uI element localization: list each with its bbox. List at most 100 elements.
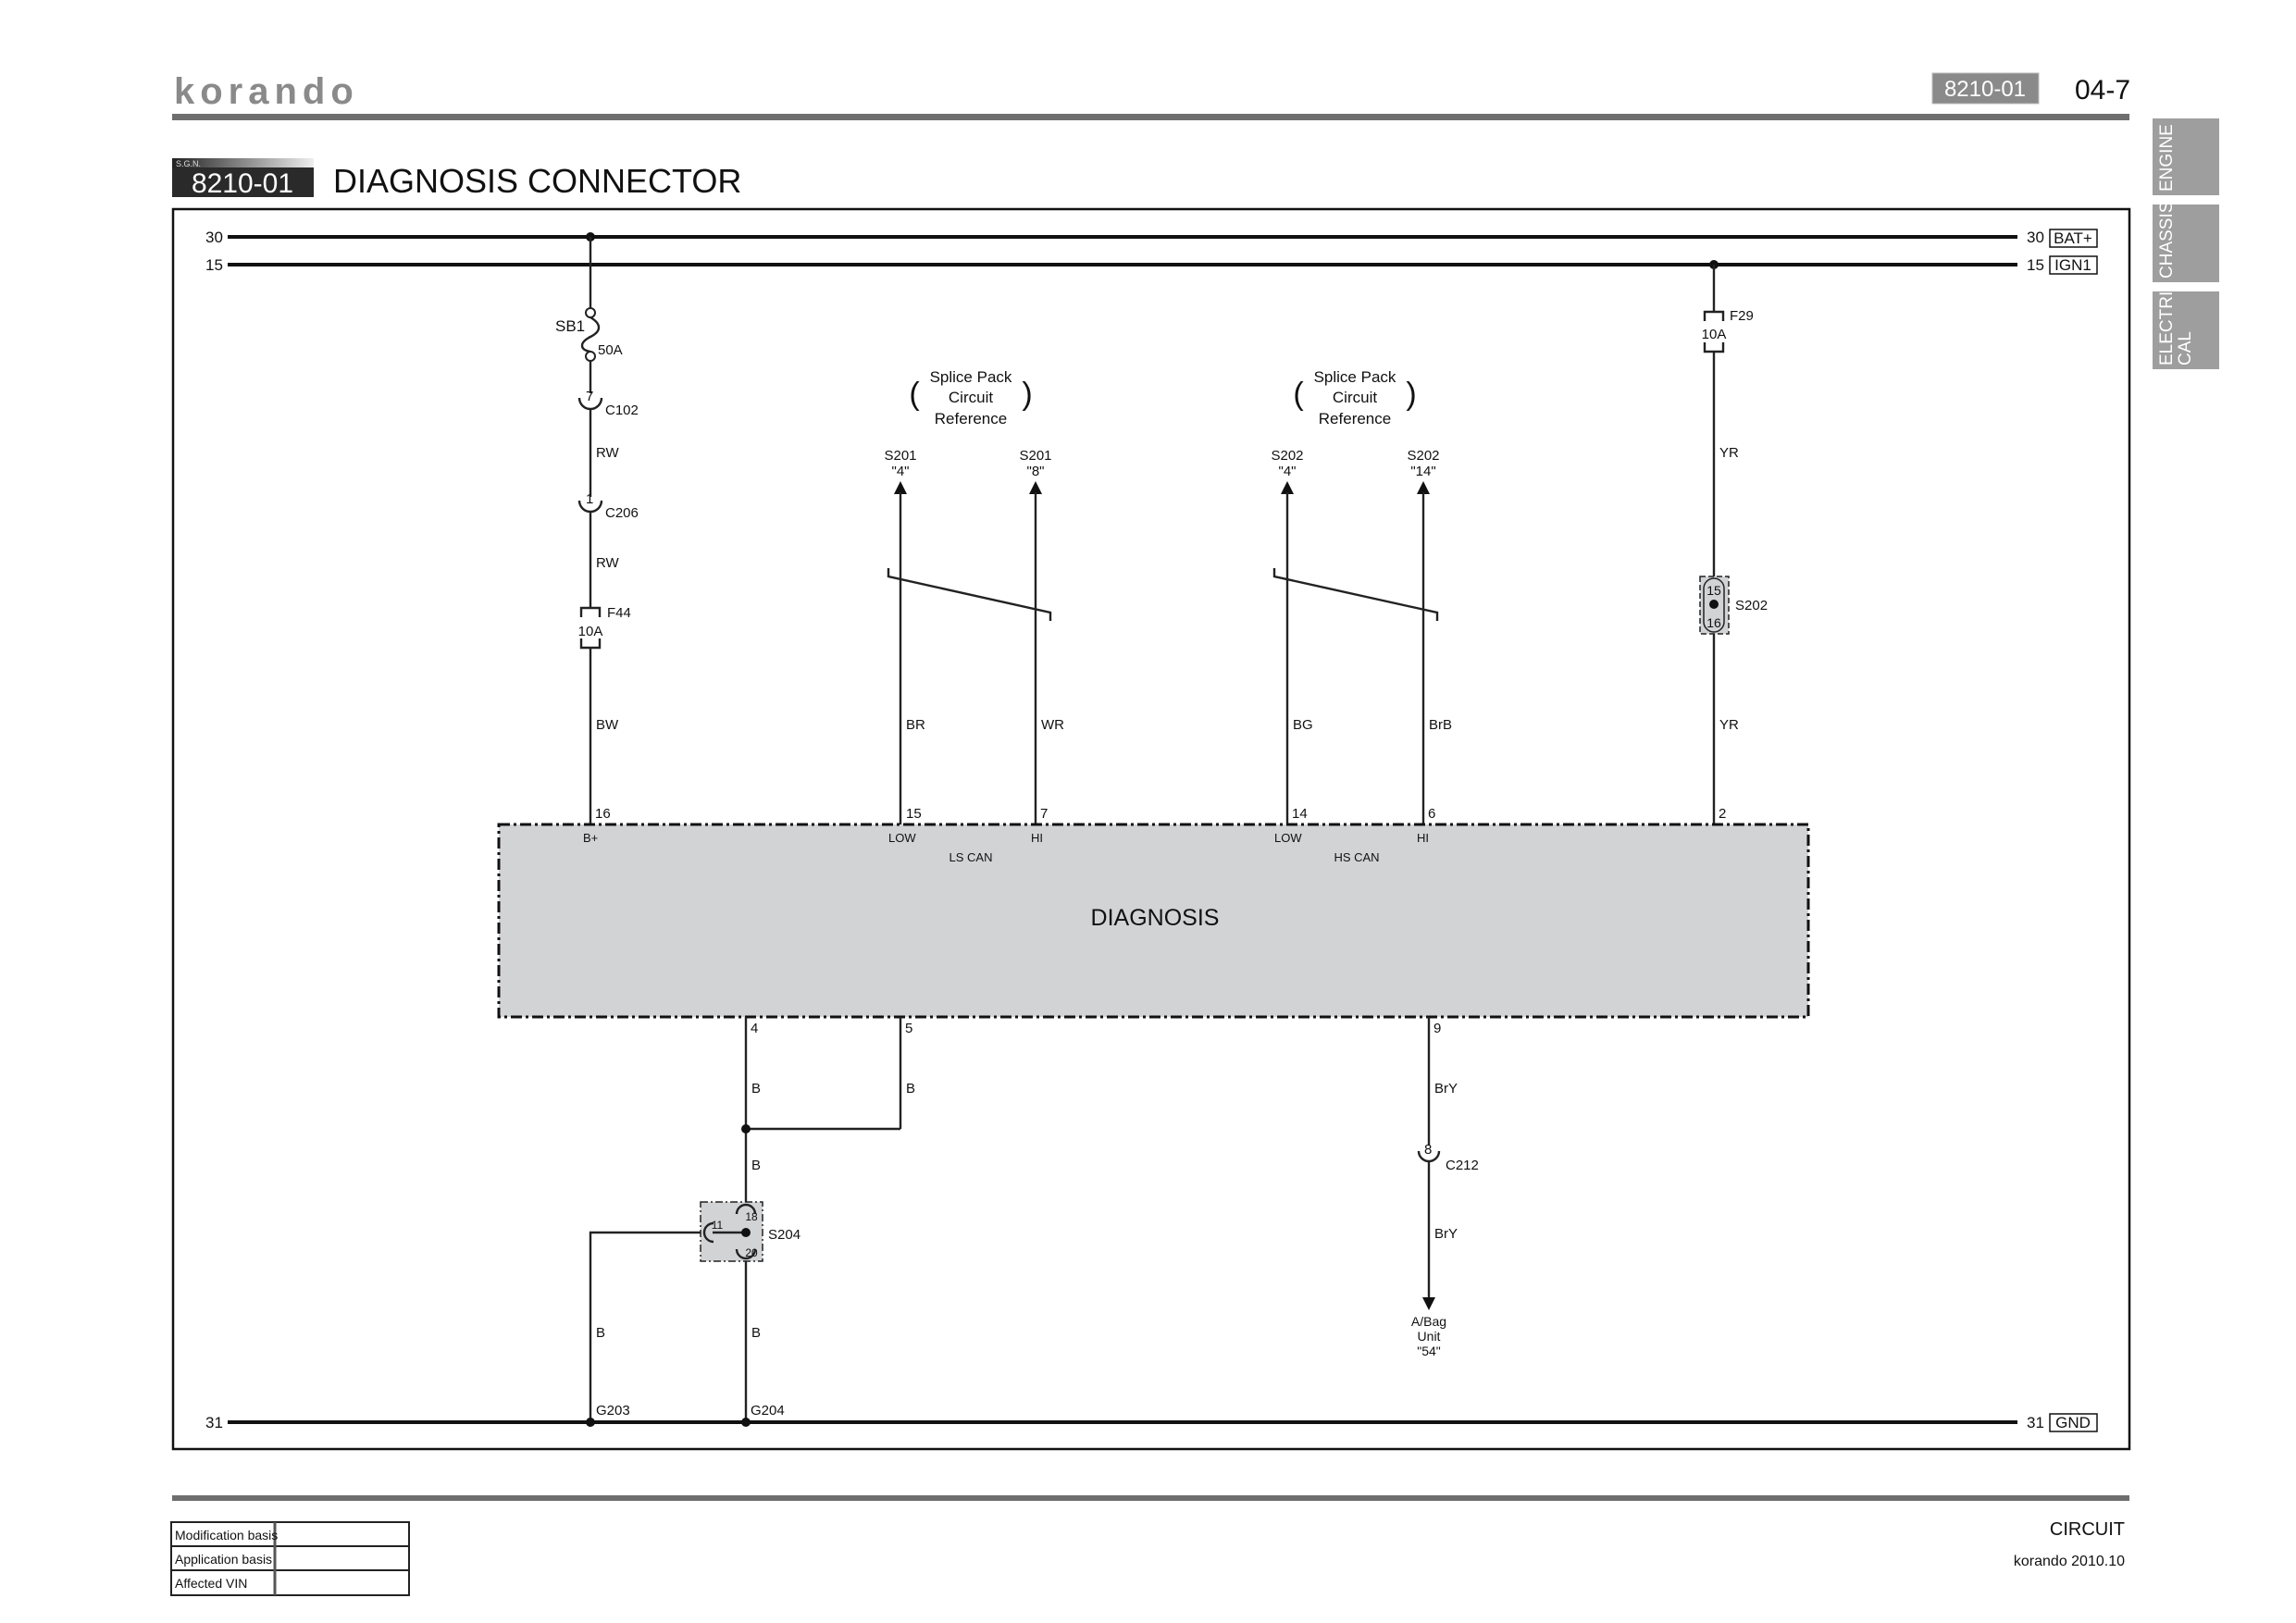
svg-text:S202: S202	[1271, 448, 1303, 464]
hs-can-label: HS CAN	[1334, 850, 1379, 864]
svg-text:16: 16	[1706, 615, 1721, 630]
title-code: 8210-01	[192, 168, 293, 199]
pin-function: LOW	[1274, 831, 1302, 845]
sgn-label: S.G.N.	[176, 159, 201, 168]
ground-point-g204-icon	[741, 1418, 751, 1427]
pin-number: 4	[751, 1021, 758, 1036]
arrow-up-icon	[1417, 481, 1430, 494]
svg-text:31: 31	[205, 1414, 223, 1431]
svg-text:B: B	[751, 1325, 761, 1341]
svg-text:G203: G203	[596, 1403, 630, 1419]
airbag-circuit: BrY 8 C212 BrY A/Bag Unit "54"	[1411, 1017, 1479, 1358]
svg-text:8: 8	[1424, 1142, 1432, 1158]
diagnosis-connector-module: DIAGNOSIS 16 15 7 14 6 2 B+ LOW HI LOW H…	[497, 806, 1810, 1036]
svg-text:BrY: BrY	[1434, 1081, 1458, 1096]
can-wire-ls-low: S201 "4" BR	[884, 448, 925, 825]
pin-number: 2	[1719, 806, 1726, 822]
svg-text:15: 15	[2027, 256, 2044, 274]
svg-text:"8": "8"	[1027, 464, 1045, 479]
svg-text:7: 7	[586, 389, 593, 404]
bracket-icon: )	[1406, 377, 1416, 412]
side-tab-electrical[interactable]: ELECTRI CAL	[2153, 291, 2219, 369]
svg-text:B: B	[906, 1081, 915, 1096]
svg-text:C212: C212	[1446, 1158, 1479, 1173]
side-tab-label: ENGINE	[2157, 124, 2177, 192]
svg-text:"4": "4"	[1279, 464, 1297, 479]
pin-number: 15	[906, 806, 922, 822]
svg-text:SB1: SB1	[555, 317, 585, 335]
can-wire-ls-high: S201 "8" WR	[1019, 448, 1064, 825]
ign1-tag: IGN1	[2054, 256, 2091, 274]
pin-function: HI	[1031, 831, 1043, 845]
pin-number: 5	[905, 1021, 912, 1036]
bat-plus-tag: BAT+	[2054, 229, 2092, 247]
svg-text:C102: C102	[605, 403, 639, 418]
arrow-up-icon	[1281, 481, 1294, 494]
page-number: 04-7	[2075, 75, 2130, 105]
pin-number: 6	[1428, 806, 1435, 822]
footer-rule	[172, 1495, 2129, 1501]
svg-text:20: 20	[745, 1246, 758, 1259]
svg-text:Splice Pack: Splice Pack	[1314, 368, 1396, 386]
svg-text:RW: RW	[596, 555, 620, 571]
svg-text:BG: BG	[1293, 717, 1313, 733]
bus-15: 15 15 IGN1	[205, 255, 2098, 275]
twisted-pair-icon	[1272, 568, 1439, 621]
bus-31: 31 31 GND	[205, 1413, 2098, 1432]
ground-point-g203-icon	[586, 1418, 595, 1427]
svg-text:15: 15	[1706, 583, 1721, 598]
svg-text:1: 1	[586, 491, 593, 507]
header-rule	[172, 114, 2129, 120]
splice-s204-icon	[700, 1201, 763, 1262]
sgn-strip	[172, 158, 314, 167]
bracket-icon: (	[1293, 377, 1304, 412]
diagram-frame	[171, 207, 2131, 1451]
arrow-down-icon	[1422, 1297, 1435, 1310]
pin-function: B+	[583, 831, 598, 845]
svg-text:"14": "14"	[1410, 464, 1435, 479]
side-tab-chassis[interactable]: CHASSIS	[2153, 204, 2219, 282]
svg-text:11: 11	[712, 1219, 724, 1232]
svg-text:Circuit: Circuit	[949, 389, 993, 406]
pin-function: LOW	[888, 831, 916, 845]
svg-text:BrY: BrY	[1434, 1226, 1458, 1242]
svg-text:31: 31	[2027, 1414, 2044, 1431]
svg-text:S202: S202	[1407, 448, 1439, 464]
section-badge-text: 8210-01	[1944, 77, 2026, 102]
table-label: Affected VIN	[175, 1576, 247, 1591]
svg-text:Reference: Reference	[935, 410, 1007, 427]
svg-text:S201: S201	[884, 448, 916, 464]
svg-text:BrB: BrB	[1429, 717, 1452, 733]
splice-pack-reference-hs: ( ) Splice Pack Circuit Reference	[1293, 368, 1416, 427]
title-code-badge	[172, 167, 314, 197]
footer-edition: korando 2010.10	[2014, 1554, 2125, 1569]
svg-text:C206: C206	[605, 505, 639, 521]
svg-text:A/Bag: A/Bag	[1411, 1314, 1446, 1329]
pin-function: HI	[1417, 831, 1429, 845]
splice-pack-reference-ls: ( ) Splice Pack Circuit Reference	[909, 368, 1032, 427]
brand-logo: korando	[174, 71, 354, 112]
svg-text:F44: F44	[607, 605, 631, 621]
svg-text:"4": "4"	[892, 464, 910, 479]
svg-text:"54": "54"	[1417, 1344, 1441, 1358]
svg-text:F29: F29	[1730, 308, 1754, 324]
section-badge	[1931, 72, 2040, 105]
arrow-up-icon	[1029, 481, 1042, 494]
svg-text:B: B	[751, 1158, 761, 1173]
svg-text:18: 18	[745, 1210, 758, 1223]
side-tab-engine[interactable]: ENGINE	[2153, 118, 2219, 195]
table-label: Application basis	[175, 1552, 272, 1567]
b-plus-circuit: SB1 50A 7 C102 RW 1 C206 RW F44 10A BW	[555, 232, 639, 825]
svg-text:B: B	[751, 1081, 761, 1096]
module-name: DIAGNOSIS	[1091, 905, 1220, 931]
svg-text:Unit: Unit	[1418, 1329, 1441, 1344]
ground-circuit: B B B 18 11 20 S204 B B G203 G204	[586, 1017, 915, 1427]
svg-text:S204: S204	[768, 1227, 800, 1243]
svg-text:50A: 50A	[598, 342, 623, 358]
svg-text:Circuit: Circuit	[1333, 389, 1377, 406]
connector-c212-icon	[1417, 1150, 1441, 1163]
svg-text:YR: YR	[1719, 445, 1739, 461]
svg-text:YR: YR	[1719, 717, 1739, 733]
svg-text:10A: 10A	[1702, 327, 1727, 342]
